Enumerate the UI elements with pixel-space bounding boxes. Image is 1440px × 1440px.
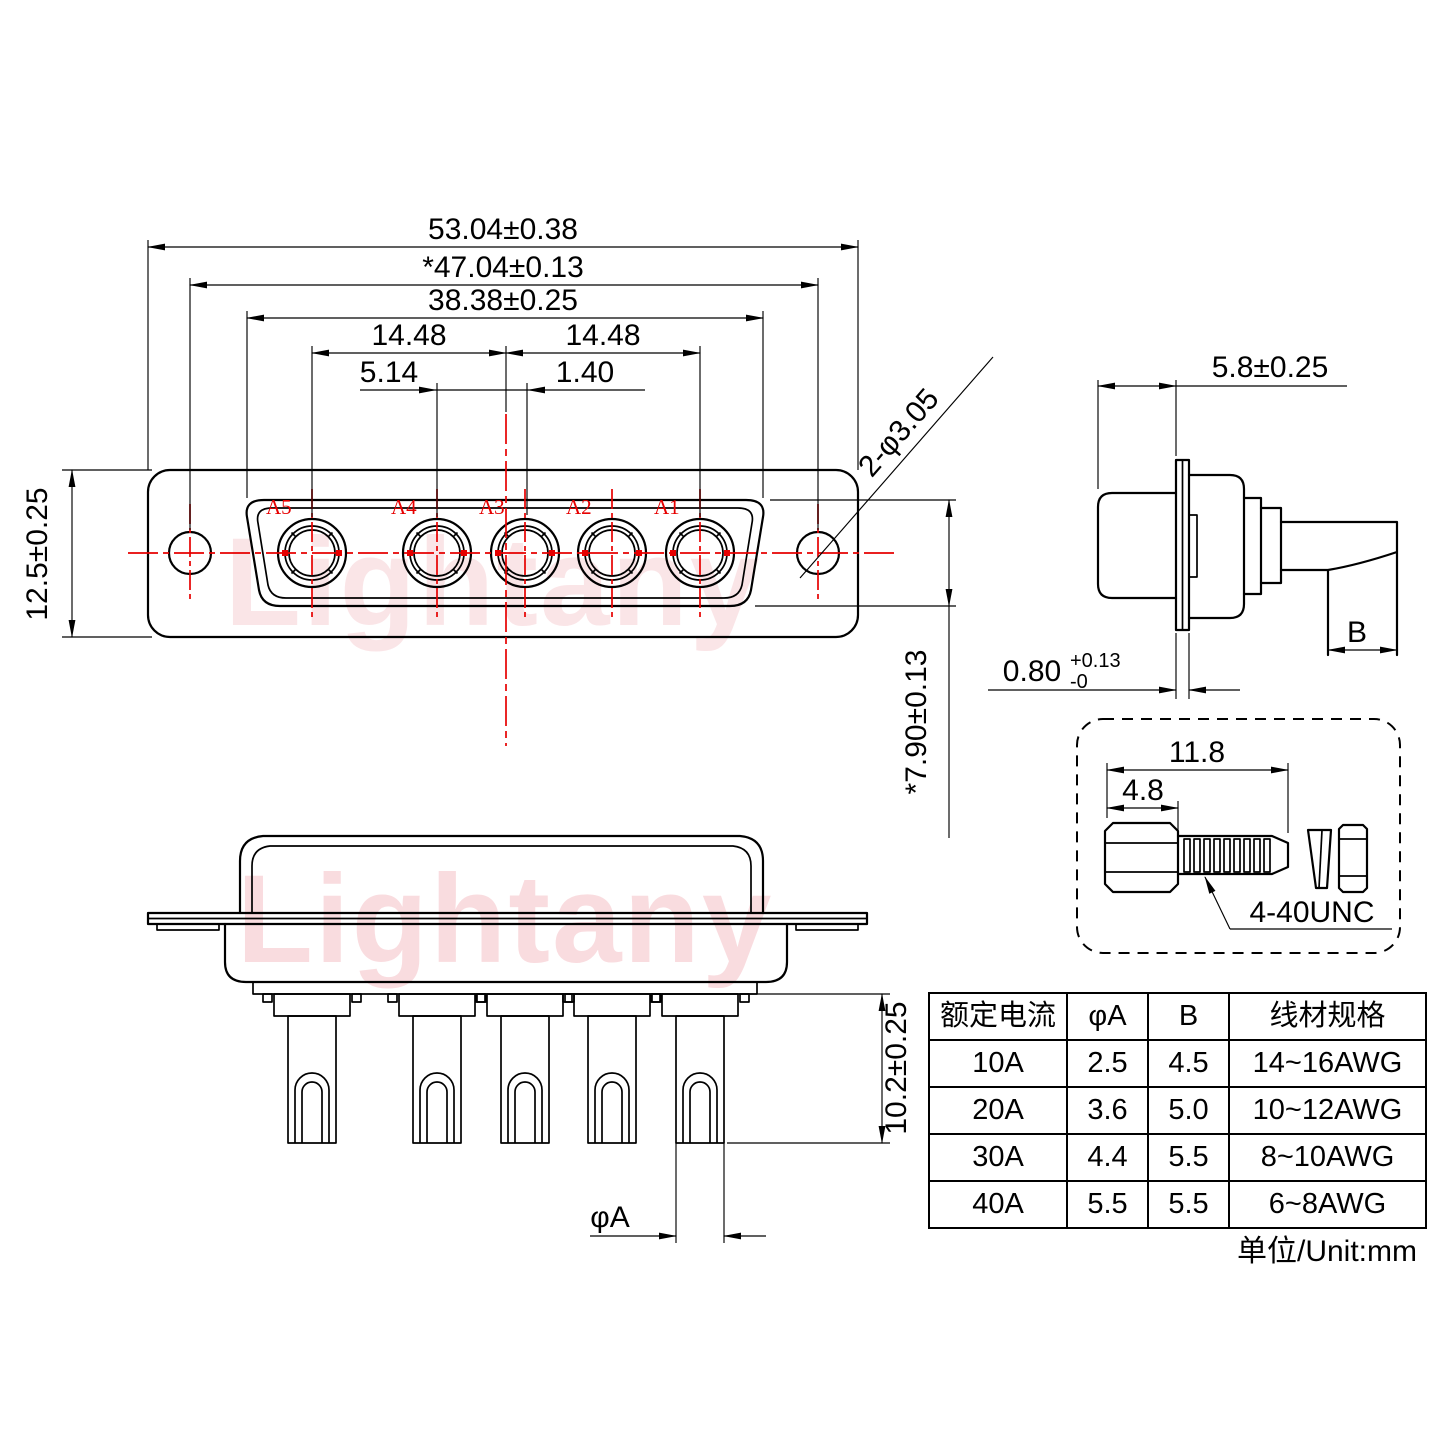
dim-flange-tol-minus: -0: [1070, 671, 1088, 693]
dim-pitch-left: 14.48: [371, 319, 446, 352]
pin-3: [475, 993, 575, 1144]
contact-label-a3: A3: [479, 495, 505, 519]
contact-tines: [290, 531, 334, 575]
side-view: 5.8±0.25 0.80 +0.13 -0 B: [988, 351, 1399, 699]
dim-height-body: 12.5±0.25: [21, 487, 54, 620]
dim-wire-width: B: [1347, 616, 1367, 649]
pin-2: [387, 993, 487, 1144]
dim-pitch-right: 14.48: [565, 319, 640, 352]
bottom-view: 10.2±0.25 φA: [146, 834, 913, 1243]
cell: 2.5: [1066, 1039, 1149, 1088]
flange-tab-right: [795, 923, 859, 931]
dim-flange-thickness: 0.80: [1003, 655, 1061, 688]
d-shell-outer: [245, 498, 765, 608]
cell: 40A: [928, 1180, 1068, 1229]
dim-depth-front: 5.8±0.25: [1212, 351, 1329, 384]
screw-shank: [1176, 834, 1290, 876]
header-b: B: [1147, 992, 1230, 1041]
dim-width-shell: 38.38±0.25: [428, 284, 578, 317]
cell: 10~12AWG: [1228, 1086, 1427, 1135]
cell: 5.0: [1147, 1086, 1230, 1135]
table-header-row: 额定电流 φA B 线材规格: [928, 992, 1427, 1041]
pin-5: [650, 993, 750, 1144]
front-body: [1187, 473, 1246, 620]
watermark-bottom: Lightany: [237, 850, 774, 989]
table-row: 40A 5.5 5.5 6~8AWG: [928, 1180, 1427, 1229]
cell: 4.4: [1066, 1133, 1149, 1182]
contact-label-a4: A4: [391, 495, 417, 519]
contact-label-a5: A5: [266, 495, 292, 519]
contact-label-a1: A1: [654, 495, 680, 519]
dim-screw-length: 11.8: [1169, 736, 1225, 769]
cell: 10A: [928, 1039, 1068, 1088]
unit-note: 单位/Unit:mm: [1237, 1235, 1417, 1268]
wedge-part: [1306, 828, 1333, 890]
dim-width-holes: *47.04±0.13: [422, 251, 584, 284]
flange-boss: [1188, 514, 1198, 578]
dim-height-shell: *7.90±0.13: [900, 650, 933, 795]
side-view-dimensions: 5.8±0.25 0.80 +0.13 -0 B: [988, 351, 1398, 699]
pin-4: [562, 993, 662, 1144]
rear-body: [1096, 491, 1178, 600]
front-view: A5 A4 A3 A2 A1 53.04±0.38 *47.04±0.13 38…: [21, 213, 994, 838]
nut-part: [1337, 823, 1369, 894]
contact-label-a2: A2: [566, 495, 592, 519]
body-step-1: [1242, 496, 1263, 596]
contact-tines: [678, 531, 722, 575]
contact-tines: [415, 531, 459, 575]
dim-pin-diameter: φA: [590, 1201, 629, 1234]
header-wire-spec: 线材规格: [1228, 992, 1427, 1041]
table-row: 20A 3.6 5.0 10~12AWG: [928, 1086, 1427, 1135]
cell: 30A: [928, 1133, 1068, 1182]
cell: 20A: [928, 1086, 1068, 1135]
bottom-view-dimensions: 10.2±0.25 φA: [590, 993, 913, 1243]
table-row: 30A 4.4 5.5 8~10AWG: [928, 1133, 1427, 1182]
cell: 6~8AWG: [1228, 1180, 1427, 1229]
hood-outer: [238, 834, 765, 915]
cell: 3.6: [1066, 1086, 1149, 1135]
dim-flange-tol-plus: +0.13: [1070, 650, 1121, 672]
spec-table: 额定电流 φA B 线材规格 10A 2.5 4.5 14~16AWG 20A …: [928, 992, 1427, 1229]
pins: [262, 993, 750, 1144]
header-phi-a: φA: [1066, 992, 1149, 1041]
flange-tab-left: [156, 923, 220, 931]
table-row: 10A 2.5 4.5 14~16AWG: [928, 1039, 1427, 1088]
dim-width-outer: 53.04±0.38: [428, 213, 578, 246]
thread-leader: [1204, 876, 1231, 930]
solder-pot-wire: [1279, 520, 1399, 657]
cell: 5.5: [1066, 1180, 1149, 1229]
header-rated-current: 额定电流: [928, 992, 1068, 1041]
d-shell-inner: [256, 507, 754, 599]
screw-head: [1103, 821, 1180, 894]
dim-offset-a3: 1.40: [556, 356, 614, 389]
cell: 14~16AWG: [1228, 1039, 1427, 1088]
dim-pin-length: 10.2±0.25: [880, 1001, 913, 1134]
dim-screw-head: 4.8: [1122, 774, 1164, 807]
screw-detail: 11.8 4.8 4-40UNC: [1076, 718, 1401, 954]
cell: 5.5: [1147, 1180, 1230, 1229]
hood-inner: [251, 845, 752, 913]
detail-box: [1076, 718, 1401, 954]
thread-spec-label: 4-40UNC: [1249, 896, 1374, 929]
cell: 5.5: [1147, 1133, 1230, 1182]
pin-1: [262, 993, 362, 1144]
cell: 4.5: [1147, 1039, 1230, 1088]
dim-mount-holes: 2-φ3.05: [852, 382, 945, 483]
dim-offset-a4: 5.14: [360, 356, 418, 389]
screw-threads: [1183, 838, 1271, 873]
body-step-2: [1259, 506, 1283, 585]
mount-hole-leader: [799, 356, 994, 579]
contact-tines: [590, 531, 634, 575]
cell: 8~10AWG: [1228, 1133, 1427, 1182]
